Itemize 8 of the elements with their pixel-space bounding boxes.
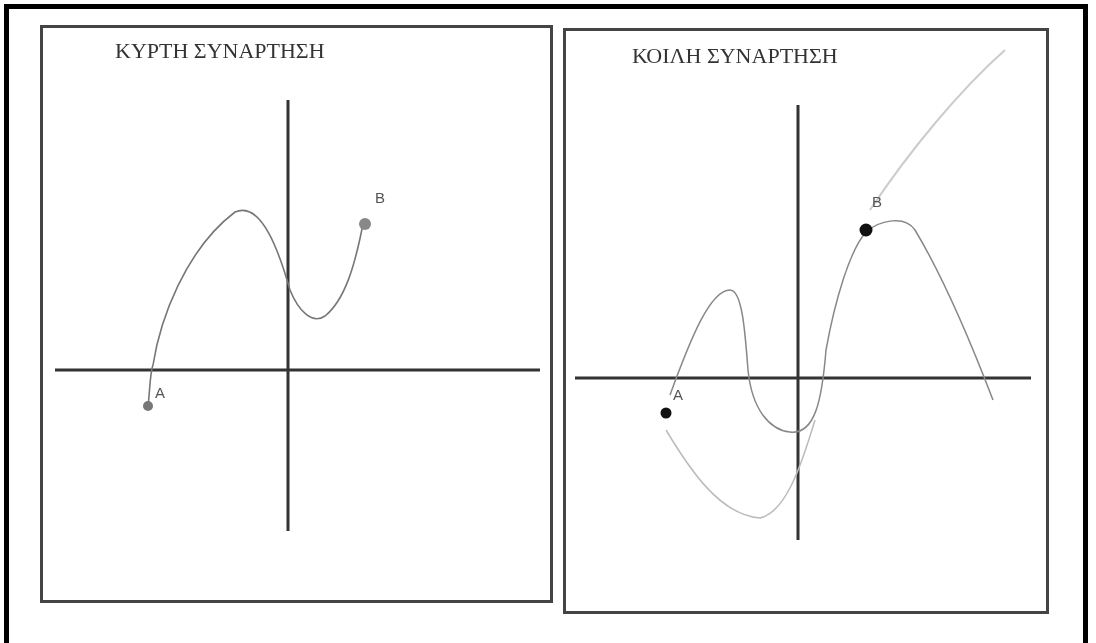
- point-label: A: [155, 385, 165, 400]
- graph-panel: [40, 25, 553, 603]
- point-label: B: [872, 194, 882, 209]
- panel-heading: ΚΥΡΤΗ ΣΥΝΑΡΤΗΣΗ: [115, 38, 325, 64]
- point-label: A: [673, 387, 683, 402]
- panel-heading: ΚΟΙΛΗ ΣΥΝΑΡΤΗΣΗ: [632, 43, 838, 69]
- point-label: B: [375, 190, 385, 205]
- graph-panel: [563, 28, 1049, 614]
